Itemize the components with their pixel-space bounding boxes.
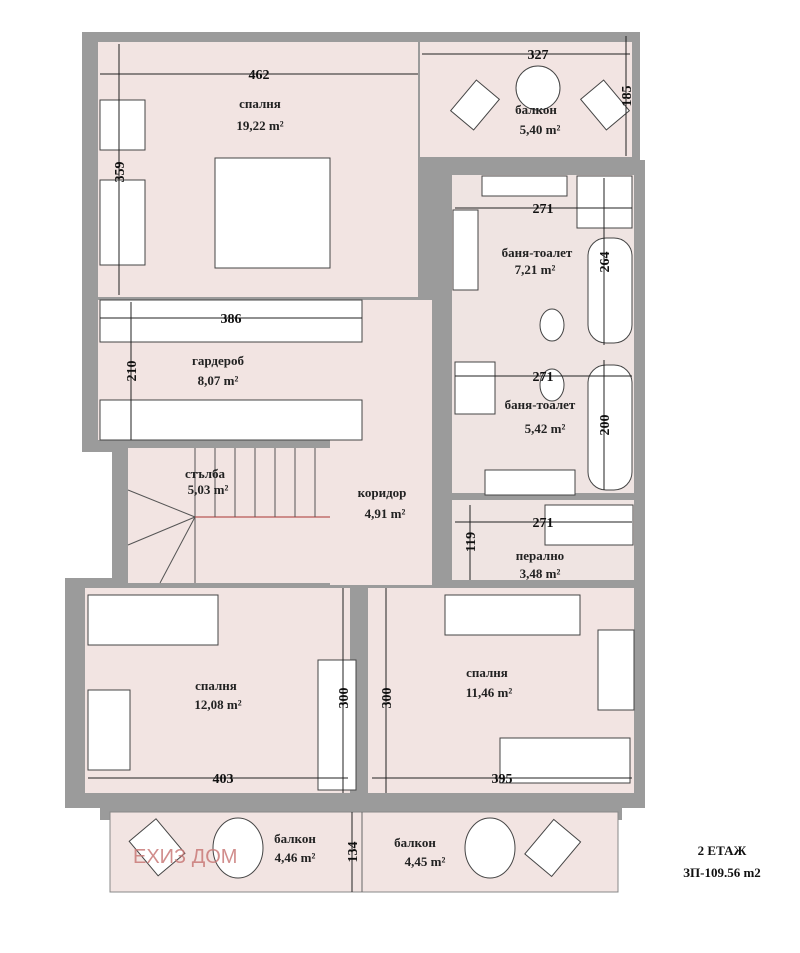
dim-200: 200 xyxy=(598,415,613,436)
bed-right xyxy=(499,737,631,784)
wardrobe-cabinet-bottom xyxy=(99,399,363,441)
room-name-wardrobe: гардероб xyxy=(192,353,245,368)
room-name-bedroom-right: спалня xyxy=(466,665,508,680)
shower-2 xyxy=(454,361,496,415)
armchair xyxy=(524,818,582,878)
dim-300-right: 300 xyxy=(380,688,395,709)
room-name-bath1: баня-тоалет xyxy=(502,245,573,260)
watermark: ЕХИЗ ДОМ xyxy=(133,846,237,868)
room-name-bedroom-left: спалня xyxy=(195,678,237,693)
armchair xyxy=(128,818,186,877)
bed-left xyxy=(87,594,219,646)
double-sink-top xyxy=(481,175,568,197)
dim-271-bath1: 271 xyxy=(533,202,554,217)
room-area-bedroom-left: 12,08 m² xyxy=(194,697,241,712)
room-area-bedroom-top: 19,22 m² xyxy=(236,118,283,133)
dim-327: 327 xyxy=(528,48,549,63)
wardrobe-cabinet-top xyxy=(99,299,363,343)
room-name-balcony-right: балкон xyxy=(394,835,436,850)
dim-403: 403 xyxy=(213,772,234,787)
vanity xyxy=(452,209,479,291)
toilet-2 xyxy=(539,368,565,402)
dimension-lines xyxy=(88,36,632,892)
room-area-balcony-top: 5,40 m² xyxy=(520,122,561,137)
dim-386: 386 xyxy=(221,312,242,327)
bathtub-1 xyxy=(587,237,633,344)
room-area-wardrobe: 8,07 m² xyxy=(198,373,239,388)
balcony-table-top xyxy=(515,65,561,111)
staircase xyxy=(127,448,330,584)
double-bed xyxy=(214,157,331,269)
dim-119: 119 xyxy=(464,532,479,552)
room-name-balcony-top: балкон xyxy=(515,102,557,117)
dim-395: 395 xyxy=(492,772,513,787)
balcony-table-right xyxy=(464,817,516,879)
dim-134: 134 xyxy=(346,842,361,863)
wardrobe-left xyxy=(317,659,357,791)
furniture xyxy=(87,65,635,879)
floor-title: 2 ЕТАЖ xyxy=(698,843,747,858)
washer-dryer xyxy=(544,504,634,546)
room-labels: спалня 19,22 m² балкон 5,40 m² баня-тоал… xyxy=(185,96,576,869)
room-name-bath2: баня-тоалет xyxy=(505,397,576,412)
room-area-stairs: 5,03 m² xyxy=(188,482,229,497)
double-sink xyxy=(484,469,576,496)
armchair xyxy=(579,79,631,131)
room-area-corridor: 4,91 m² xyxy=(365,506,406,521)
room-area-bedroom-right: 11,46 m² xyxy=(466,685,513,700)
room-area-bath2: 5,42 m² xyxy=(525,421,566,436)
dim-359: 359 xyxy=(113,162,128,183)
room-area-balcony-left: 4,46 m² xyxy=(275,850,316,865)
room-area-balcony-right: 4,45 m² xyxy=(405,854,446,869)
room-name-corridor: коридор xyxy=(358,485,407,500)
dim-271-laundry: 271 xyxy=(533,516,554,531)
desk xyxy=(99,179,146,266)
room-name-balcony-left: балкон xyxy=(274,831,316,846)
floor-area: ЗП-109.56 m2 xyxy=(683,865,761,880)
dim-264: 264 xyxy=(598,252,613,273)
bathtub-2 xyxy=(587,364,633,491)
toilet-1 xyxy=(539,308,565,342)
shelf-right xyxy=(444,594,581,636)
dim-462: 462 xyxy=(249,68,270,83)
armchair xyxy=(449,79,501,131)
cabinet xyxy=(99,99,146,151)
dim-210: 210 xyxy=(125,361,140,382)
room-area-laundry: 3,48 m² xyxy=(520,566,561,581)
dim-271-bath2: 271 xyxy=(533,370,554,385)
room-name-bedroom-top: спалня xyxy=(239,96,281,111)
room-name-stairs: стълба xyxy=(185,466,226,481)
room-name-laundry: перално xyxy=(516,548,564,563)
desk-left xyxy=(87,689,131,771)
dim-185: 185 xyxy=(620,86,635,107)
desk-right xyxy=(597,629,635,711)
balcony-table-left xyxy=(212,817,264,879)
dim-300-left: 300 xyxy=(337,688,352,709)
dimension-labels: 462 327 185 359 271 264 386 210 271 200 … xyxy=(113,48,635,863)
room-area-bath1: 7,21 m² xyxy=(515,262,556,277)
